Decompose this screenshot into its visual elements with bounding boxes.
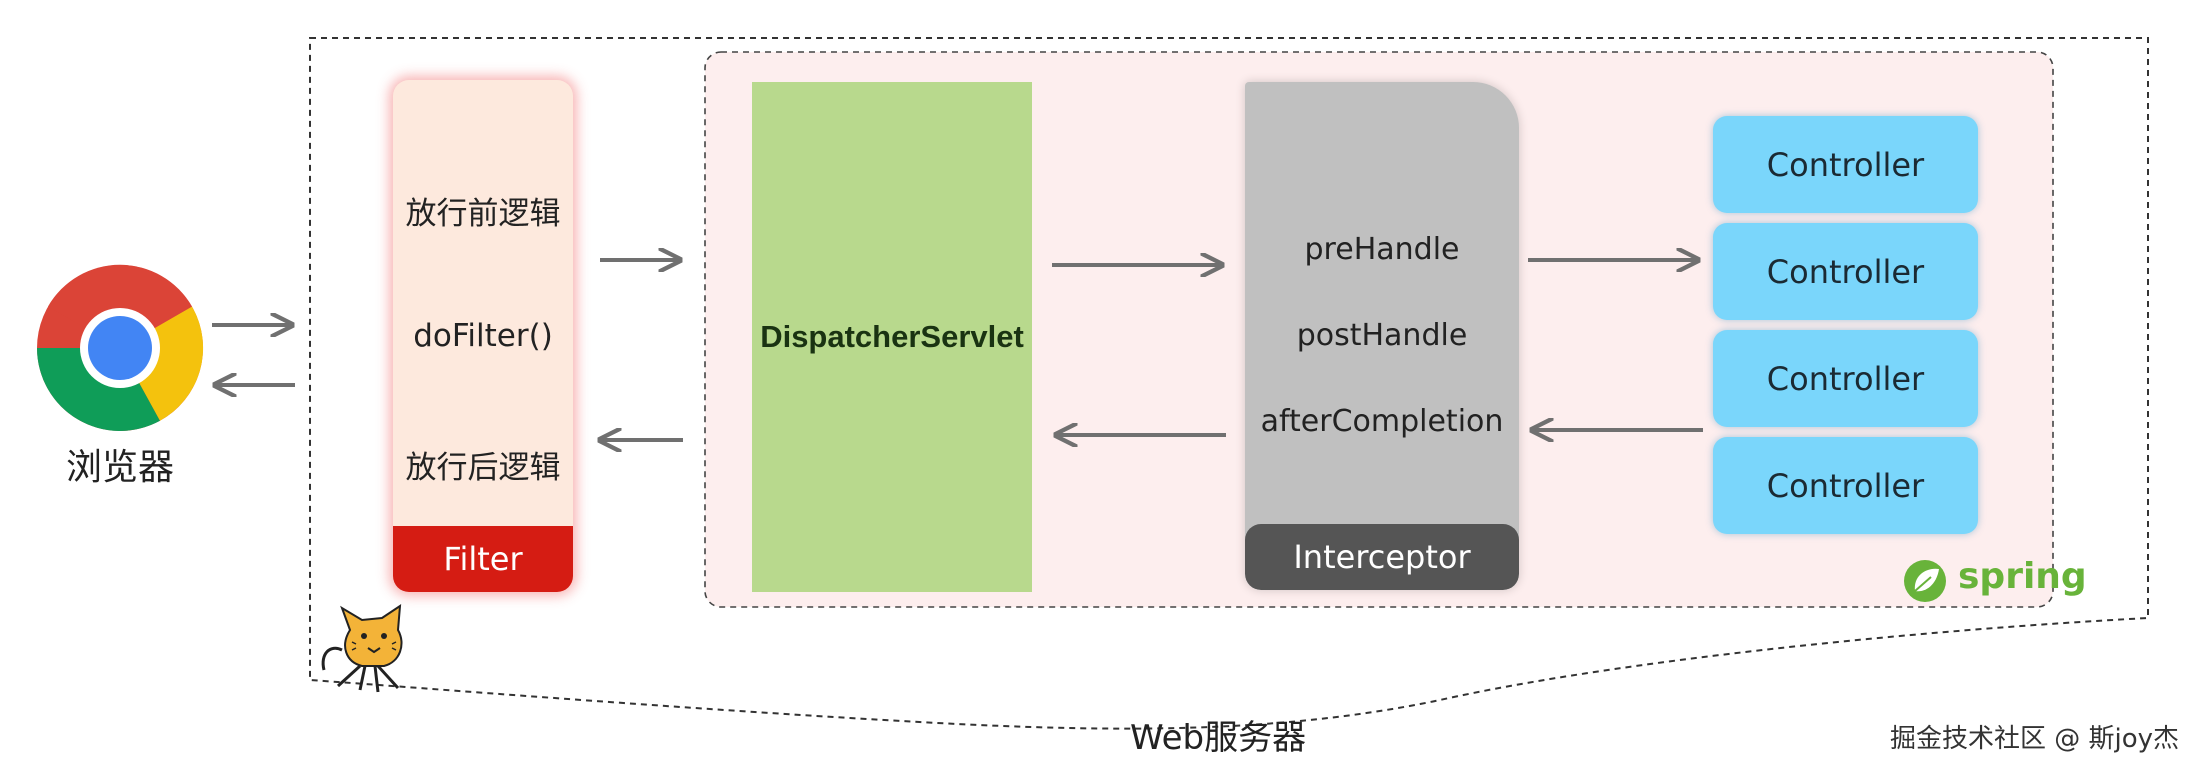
controller-box-1: Controller	[1713, 116, 1978, 213]
filter-dofilter-call: doFilter()	[413, 318, 553, 354]
filter-label: Filter	[393, 526, 573, 592]
web-server-label: Web服务器	[1130, 718, 1307, 758]
interceptor-label: Interceptor	[1245, 524, 1519, 590]
tomcat-cat-icon	[321, 604, 403, 693]
filter-block: 放行前逻辑 doFilter() 放行后逻辑 Filter	[393, 80, 573, 592]
filter-before-logic: 放行前逻辑	[405, 196, 561, 232]
watermark: 掘金技术社区 @ 斯joy杰	[1890, 724, 2180, 754]
controller-box-2: Controller	[1713, 223, 1978, 320]
dispatcher-servlet-block: DispatcherServlet	[752, 82, 1032, 592]
spring-logo-text: spring	[1958, 556, 2087, 597]
interceptor-method-posthandle: postHandle	[1296, 318, 1468, 353]
web-server-boundary	[309, 37, 2149, 730]
browser-label: 浏览器	[65, 447, 174, 488]
interceptor-method-aftercompletion: afterCompletion	[1260, 404, 1504, 439]
controller-box-4: Controller	[1713, 437, 1978, 534]
interceptor-method-prehandle: preHandle	[1304, 232, 1460, 267]
chrome-icon	[37, 264, 204, 431]
spring-leaf-icon	[1904, 560, 1946, 602]
interceptor-block: preHandle postHandle afterCompletion Int…	[1245, 82, 1519, 590]
filter-after-logic: 放行后逻辑	[405, 450, 561, 486]
dispatcher-servlet-label: DispatcherServlet	[760, 319, 1024, 354]
controller-box-3: Controller	[1713, 330, 1978, 427]
